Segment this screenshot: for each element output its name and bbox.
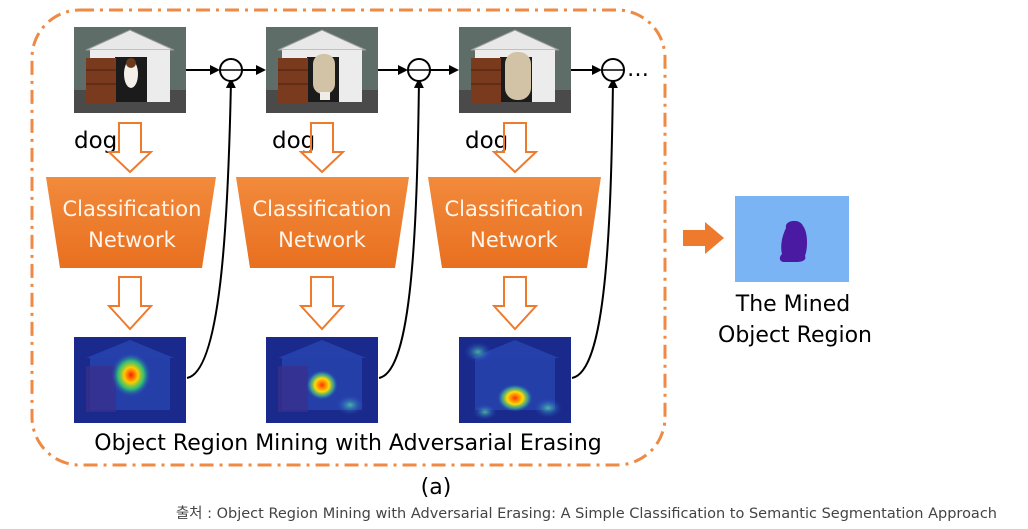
continuation-ellipsis: … bbox=[627, 57, 649, 82]
mined-object-mask bbox=[735, 196, 849, 282]
down-arrow-icon bbox=[491, 276, 539, 331]
down-arrow-icon bbox=[106, 276, 154, 331]
dog-figure bbox=[124, 60, 138, 88]
output-arrow-icon bbox=[683, 222, 724, 254]
framework-title: Object Region Mining with Adversarial Er… bbox=[94, 431, 602, 456]
stage-3: dog Classification Network bbox=[428, 27, 618, 423]
down-arrow-icon bbox=[298, 122, 346, 174]
class-label: dog bbox=[465, 128, 508, 154]
subfigure-label: (a) bbox=[421, 475, 452, 500]
erased-region bbox=[313, 54, 335, 94]
stage-2: dog Classification Network bbox=[236, 27, 424, 423]
result-label-line1: The Mined bbox=[735, 292, 850, 317]
class-label: dog bbox=[74, 128, 117, 154]
source-caption: 출처 : Object Region Mining with Adversari… bbox=[176, 505, 997, 522]
network-label-line2: Network bbox=[470, 228, 559, 252]
network-label-line1: Classification bbox=[445, 197, 584, 221]
input-image-2 bbox=[266, 27, 378, 113]
network-label-line2: Network bbox=[278, 228, 367, 252]
result-label-line2: Object Region bbox=[718, 323, 872, 348]
stage-1: dog Classification Network bbox=[46, 27, 236, 423]
down-arrow-icon bbox=[298, 276, 346, 331]
classification-network bbox=[236, 177, 409, 268]
attention-heatmap-2 bbox=[266, 337, 378, 423]
down-arrow-icon bbox=[491, 122, 539, 174]
network-label-line1: Classification bbox=[63, 197, 202, 221]
input-image-3 bbox=[459, 27, 571, 113]
network-label-line1: Classification bbox=[253, 197, 392, 221]
erased-region bbox=[505, 52, 531, 100]
attention-heatmap-3 bbox=[459, 337, 571, 423]
class-label: dog bbox=[272, 128, 315, 154]
down-arrow-icon bbox=[106, 122, 154, 174]
feedback-arrow bbox=[571, 78, 618, 379]
input-image-1 bbox=[74, 27, 186, 113]
classification-network bbox=[46, 177, 216, 268]
attention-heatmap-1 bbox=[74, 337, 186, 423]
framework-frame bbox=[30, 8, 667, 467]
classification-network bbox=[428, 177, 601, 268]
feedback-arrow bbox=[378, 78, 424, 379]
feedback-arrow bbox=[186, 78, 236, 379]
network-label-line2: Network bbox=[88, 228, 177, 252]
